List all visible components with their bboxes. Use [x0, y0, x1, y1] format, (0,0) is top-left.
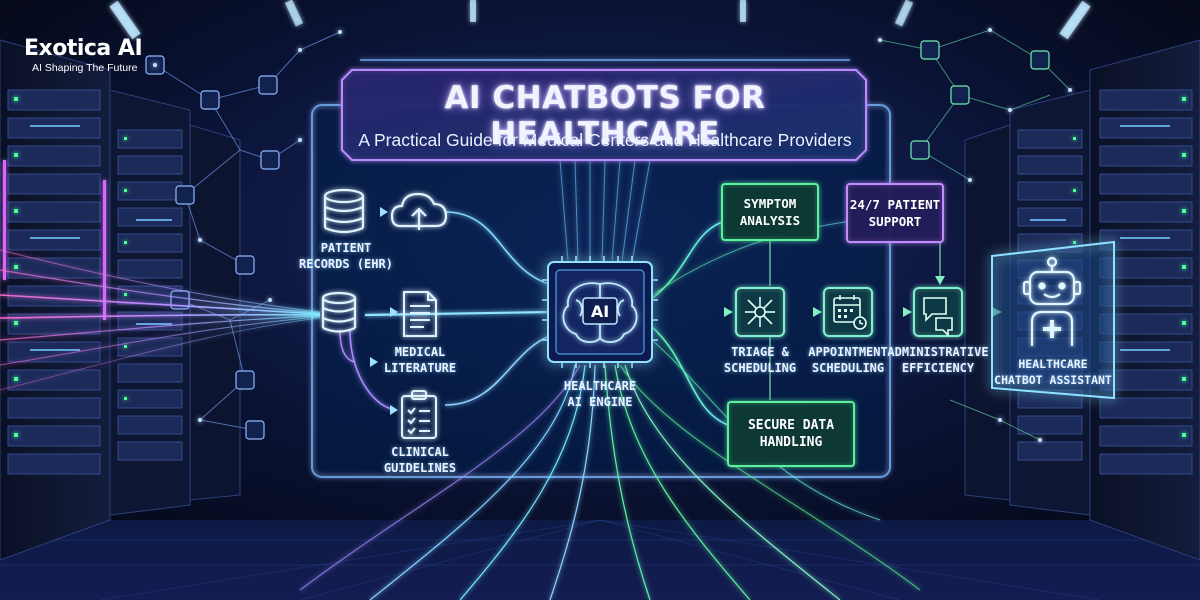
- ceiling-lights: [109, 0, 1091, 40]
- clipboard-checklist-icon: [401, 390, 437, 439]
- vertical-fibers: [559, 159, 651, 263]
- page-title: AI CHATBOTS FOR HEALTHCARE: [444, 80, 766, 152]
- left-server-racks: [0, 39, 241, 561]
- appointment-scheduling-label: APPOINTMENT SCHEDULING: [808, 345, 888, 375]
- ai-chip-label: AI: [591, 302, 609, 321]
- chat-icon: [913, 287, 963, 337]
- page-subtitle: A Practical Guide for Medical Centers an…: [358, 130, 852, 150]
- triage-scheduling-label: TRIAGE & SCHEDULING: [723, 345, 797, 375]
- document-icon: [403, 291, 437, 337]
- network-hub-icon: [735, 287, 785, 337]
- brand: Exotica AI AI Shaping The Future: [24, 36, 143, 74]
- input-flows: [339, 211, 553, 411]
- input-arrowheads: [370, 207, 398, 415]
- floor-grid: [0, 519, 1200, 600]
- brand-tagline: AI Shaping The Future: [32, 62, 138, 74]
- clinical-guidelines-label: CLINICAL GUIDELINES: [383, 445, 457, 475]
- database-icon: [321, 291, 357, 333]
- bottom-fiber-fan: [299, 364, 921, 600]
- symptom-analysis-box: [721, 183, 819, 241]
- patient-records-label: PATIENT RECORDS (EHR): [299, 241, 393, 271]
- database-icon: [323, 188, 365, 234]
- ai-chip-badge: [582, 297, 618, 325]
- calendar-clock-icon: [823, 287, 873, 337]
- secure-data-box: [727, 401, 855, 467]
- title-panel: AI CHATBOTS FOR HEALTHCARE A Practical G…: [348, 66, 862, 162]
- administrative-efficiency-label: ADMINISTRATIVE EFFICIENCY: [887, 345, 989, 375]
- connector-lines: [769, 240, 941, 400]
- medical-literature-label: MEDICAL LITERATURE: [383, 345, 457, 375]
- chatbot-assistant-label: HEALTHCARE CHATBOT ASSISTANT: [994, 357, 1112, 387]
- robot-icon: [1022, 256, 1082, 346]
- cloud-upload-icon: [390, 192, 448, 230]
- brand-name: Exotica AI: [24, 36, 143, 61]
- title-panel-frame: [341, 59, 867, 161]
- left-data-stream: [0, 249, 321, 391]
- ai-engine-caption: HEALTHCARE AI ENGINE: [563, 379, 637, 409]
- patient-support-box: [846, 183, 944, 243]
- floor: [0, 520, 1200, 600]
- network-dots: [153, 28, 1072, 442]
